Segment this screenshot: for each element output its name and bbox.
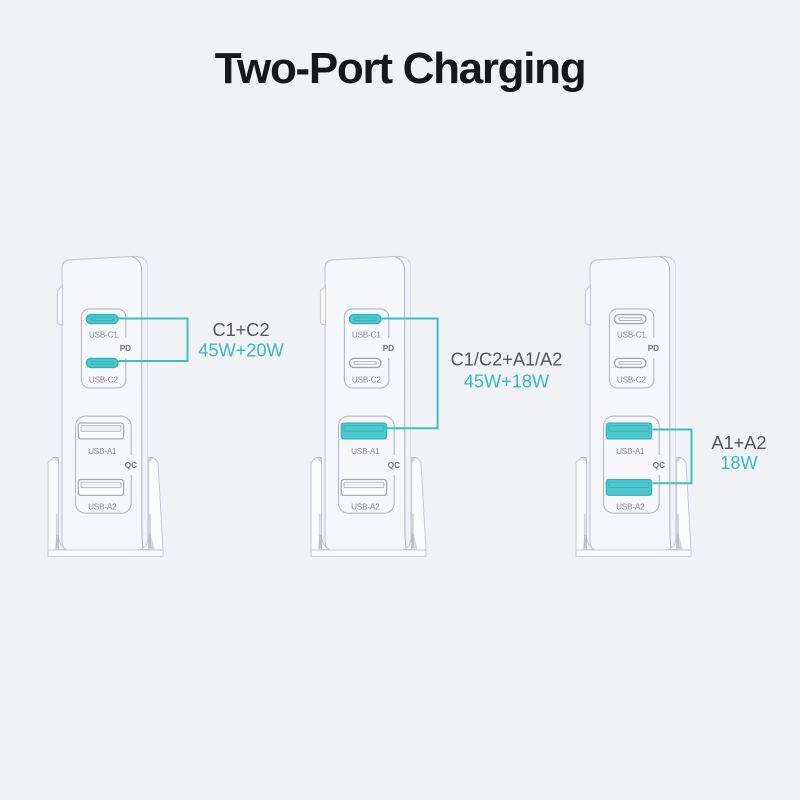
svg-text:C1/C2+A1/A2: C1/C2+A1/A2	[451, 350, 563, 370]
svg-text:C1+C2: C1+C2	[212, 320, 269, 340]
svg-text:45W+20W: 45W+20W	[198, 341, 284, 361]
svg-text:PD: PD	[648, 344, 659, 353]
svg-text:USB-C1: USB-C1	[352, 330, 381, 339]
svg-text:QC: QC	[653, 461, 665, 470]
svg-text:PD: PD	[383, 344, 394, 353]
svg-text:USB-C2: USB-C2	[352, 375, 381, 384]
svg-text:USB-A2: USB-A2	[351, 502, 380, 511]
svg-text:Two-Port Charging: Two-Port Charging	[215, 44, 586, 93]
svg-text:USB-A2: USB-A2	[616, 502, 645, 511]
svg-text:USB-C2: USB-C2	[617, 375, 646, 384]
svg-text:QC: QC	[125, 461, 137, 470]
svg-text:USB-C1: USB-C1	[89, 330, 118, 339]
svg-text:USB-A1: USB-A1	[351, 447, 380, 456]
svg-text:PD: PD	[120, 344, 131, 353]
svg-text:USB-C1: USB-C1	[617, 330, 646, 339]
svg-text:USB-A2: USB-A2	[88, 502, 117, 511]
svg-text:A1+A2: A1+A2	[711, 433, 766, 453]
svg-text:USB-C2: USB-C2	[89, 375, 118, 384]
svg-text:USB-A1: USB-A1	[88, 447, 117, 456]
svg-text:USB-A1: USB-A1	[616, 447, 645, 456]
svg-text:18W: 18W	[720, 453, 758, 473]
svg-text:45W+18W: 45W+18W	[464, 372, 550, 392]
svg-text:QC: QC	[388, 461, 400, 470]
